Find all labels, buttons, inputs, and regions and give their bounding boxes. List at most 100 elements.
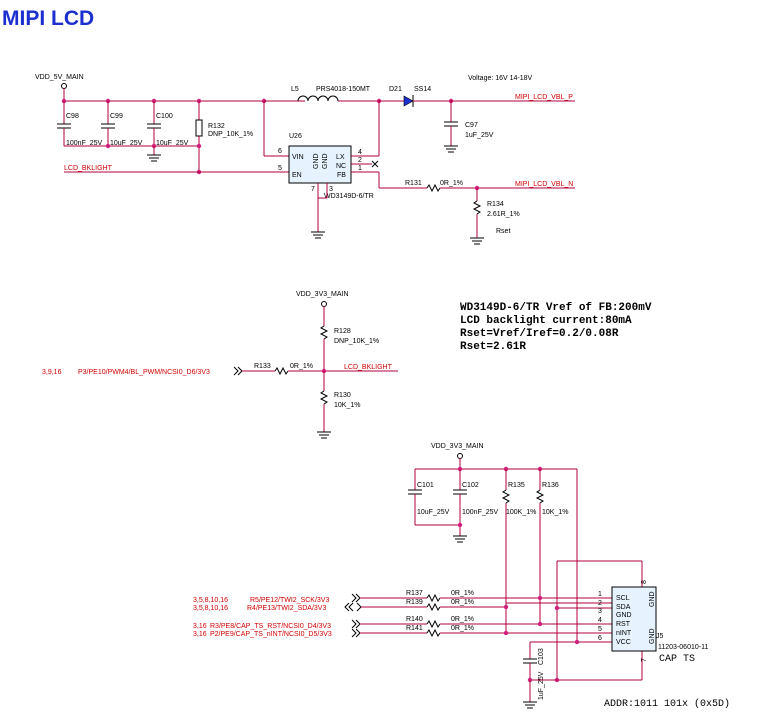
- lcd-bklight-net-label: LCD_BKLIGHT: [344, 364, 393, 371]
- svg-text:11203-06010-11: 11203-06010-11: [658, 644, 708, 651]
- power-port-icon: [61, 83, 67, 89]
- svg-text:CAP TS: CAP TS: [659, 654, 695, 665]
- svg-text:10uF_25V: 10uF_25V: [156, 140, 189, 147]
- svg-text:D21: D21: [389, 86, 402, 93]
- capacitor-c101: C101 10uF_25V: [408, 469, 450, 525]
- svg-text:C97: C97: [465, 122, 478, 129]
- svg-text:nINT: nINT: [616, 630, 632, 637]
- svg-text:P2/PE9/CAP_TS_nINT/NCSI0_D5/3V: P2/PE9/CAP_TS_nINT/NCSI0_D5/3V3: [210, 631, 332, 638]
- ts-signal-row-scl: 3,5,8,10,16 R5/PE12/TWI2_SCK/3V3 R137 0R…: [193, 590, 612, 604]
- offpage-connector-icon: [233, 366, 243, 376]
- svg-text:1uF_25V: 1uF_25V: [538, 671, 545, 700]
- svg-text:NC: NC: [336, 163, 346, 170]
- resistor-r128: R128 DNP_10K_1%: [319, 325, 379, 371]
- page-title: MIPI LCD: [2, 7, 94, 30]
- svg-text:7: 7: [311, 186, 315, 193]
- svg-text:1: 1: [358, 165, 362, 172]
- svg-text:R133: R133: [254, 363, 271, 370]
- svg-text:100K_1%: 100K_1%: [506, 509, 536, 516]
- svg-text:R131: R131: [405, 180, 422, 187]
- svg-text:0R_1%: 0R_1%: [451, 599, 474, 606]
- svg-text:RST: RST: [616, 621, 631, 628]
- svg-text:R134: R134: [487, 201, 504, 208]
- svg-text:3: 3: [329, 186, 333, 193]
- svg-text:10uF_25V: 10uF_25V: [110, 140, 143, 147]
- power-port-icon: [321, 301, 327, 307]
- svg-text:C99: C99: [110, 113, 123, 120]
- svg-text:0R_1%: 0R_1%: [451, 625, 474, 632]
- capacitor-c102: C102 100nF_25V: [453, 469, 499, 536]
- vbl-n-net-label: MIPI_LCD_VBL_N: [515, 181, 573, 188]
- svg-text:10uF_25V: 10uF_25V: [417, 509, 450, 516]
- svg-text:GND: GND: [313, 153, 320, 169]
- ground-icon: [444, 145, 458, 153]
- svg-text:1: 1: [598, 591, 602, 598]
- svg-text:7: 7: [641, 658, 648, 662]
- svg-text:0R_1%: 0R_1%: [451, 590, 474, 597]
- svg-text:DNP_10K_1%: DNP_10K_1%: [334, 338, 379, 345]
- svg-text:EN: EN: [292, 172, 302, 179]
- svg-text:R132: R132: [208, 123, 225, 130]
- addr-note: ADDR:1011 101x (0x5D): [604, 698, 730, 710]
- capacitor-c97: C97 1uF_25V: [444, 101, 494, 146]
- svg-text:C100: C100: [156, 113, 173, 120]
- svg-text:6: 6: [278, 148, 282, 155]
- backlight-boost-section: VDD_5V_MAIN C98 100nF_25V C99: [35, 74, 575, 245]
- ground-icon: [311, 231, 325, 239]
- svg-text:L5: L5: [291, 86, 299, 93]
- svg-text:3,5,8,10,16: 3,5,8,10,16: [193, 597, 228, 604]
- ts-signal-row-rst: 3,16 R3/PE8/CAP_TS_RST/NCSI0_D4/3V3 R140…: [193, 616, 612, 630]
- svg-text:5: 5: [598, 626, 602, 633]
- svg-text:R5/PE12/TWI2_SCK/3V3: R5/PE12/TWI2_SCK/3V3: [250, 597, 329, 604]
- svg-text:WD3149D-6/TR: WD3149D-6/TR: [324, 193, 374, 200]
- resistor-r135: R135 100K_1%: [501, 469, 536, 632]
- ground-icon: [453, 535, 467, 543]
- capacitor-c103: C103 1uF_25V: [523, 642, 545, 700]
- svg-text:WD3149D-6/TR Vref of FB:200mV: WD3149D-6/TR Vref of FB:200mV: [460, 302, 652, 314]
- resistor-r136: R136 10K_1%: [535, 469, 568, 624]
- diode-d21: D21 SS14: [379, 86, 451, 107]
- svg-text:C102: C102: [462, 482, 479, 489]
- svg-text:FB: FB: [337, 172, 346, 179]
- svg-text:0R_1%: 0R_1%: [440, 180, 463, 187]
- svg-text:R139: R139: [406, 599, 423, 606]
- svg-text:R140: R140: [406, 616, 423, 623]
- capacitor-c99: C99 10uF_25V: [101, 101, 143, 147]
- svg-text:R141: R141: [406, 625, 423, 632]
- vdd3v3-net-label: VDD_3V3_MAIN: [431, 443, 484, 450]
- svg-text:LCD backlight current:80mA: LCD backlight current:80mA: [460, 315, 632, 327]
- svg-text:5: 5: [278, 165, 282, 172]
- svg-text:SCL: SCL: [616, 595, 630, 602]
- ts-signal-row-nint: 3,16 P2/PE9/CAP_TS_nINT/NCSI0_D5/3V3 R14…: [193, 625, 612, 638]
- svg-text:Rset: Rset: [496, 228, 510, 235]
- svg-text:R128: R128: [334, 328, 351, 335]
- resistor-r131: R131 0R_1%: [405, 180, 463, 193]
- svg-text:2: 2: [598, 600, 602, 607]
- ts-signal-row-sda: 3,5,8,10,16 R4/PE13/TWI2_SDA/3V3 R139 0R…: [193, 599, 612, 612]
- svg-text:SS14: SS14: [414, 86, 431, 93]
- svg-text:3,16: 3,16: [193, 623, 207, 630]
- svg-text:3,9,16: 3,9,16: [42, 369, 62, 376]
- svg-text:3,16: 3,16: [193, 631, 207, 638]
- ground-icon: [470, 237, 484, 245]
- vdd5v-net-label: VDD_5V_MAIN: [35, 74, 84, 81]
- svg-text:0R_1%: 0R_1%: [451, 616, 474, 623]
- svg-text:GND: GND: [649, 628, 656, 644]
- svg-text:100nF_25V: 100nF_25V: [462, 509, 499, 516]
- svg-text:U26: U26: [289, 133, 302, 140]
- svg-text:0R_1%: 0R_1%: [290, 363, 313, 370]
- svg-text:GND: GND: [649, 591, 656, 607]
- no-connect-icon: [371, 160, 379, 168]
- svg-text:1uF_25V: 1uF_25V: [465, 132, 494, 139]
- resistor-r134: R134 2.61R_1% Rset: [472, 188, 520, 238]
- svg-text:Rset=2.61R: Rset=2.61R: [460, 341, 526, 353]
- svg-text:R3/PE8/CAP_TS_RST/NCSI0_D4/3V3: R3/PE8/CAP_TS_RST/NCSI0_D4/3V3: [210, 623, 331, 630]
- power-port-icon: [457, 453, 463, 459]
- capacitor-c98: C98 100nF_25V: [57, 101, 103, 147]
- svg-text:2: 2: [358, 157, 362, 164]
- svg-text:DNP_10K_1%: DNP_10K_1%: [208, 131, 253, 138]
- ground-icon: [317, 431, 331, 439]
- svg-text:VCC: VCC: [616, 639, 631, 646]
- svg-text:10K_1%: 10K_1%: [542, 509, 568, 516]
